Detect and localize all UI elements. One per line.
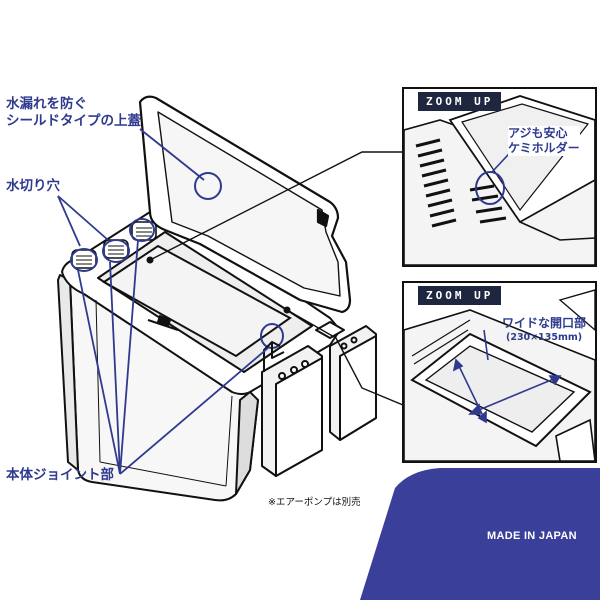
callout-leaders — [57, 128, 269, 475]
zoom-panel-bottom — [402, 281, 597, 463]
lid-label-line1: 水漏れを防ぐ — [6, 96, 87, 112]
made-in-label: MADE IN JAPAN — [487, 530, 577, 542]
blue-band — [360, 468, 600, 600]
upper-lid — [138, 95, 352, 314]
inner-tray — [102, 244, 292, 358]
pump-note: ※エアーポンプは別売 — [268, 497, 361, 508]
lid-label: 水漏れを防ぐ シールドタイプの上蓋 — [6, 96, 141, 130]
zoom-tag-top: ZOOM UP — [418, 92, 502, 111]
pump-units — [261, 321, 377, 477]
leader-lines — [149, 151, 404, 406]
drain-label: 水切り穴 — [6, 178, 60, 194]
joint-label: 本体ジョイント部 — [6, 467, 114, 483]
callout-circles — [70, 172, 284, 349]
opening-label: ワイドな開口部 — [502, 316, 587, 330]
zoom-tag-bottom: ZOOM UP — [418, 286, 502, 305]
opening-size: (230×135mm) — [506, 332, 583, 343]
chem-holder-label: アジも安心 ケミホルダー — [508, 126, 580, 156]
chem-holder-line2: ケミホルダー — [508, 141, 580, 155]
zoom-panel-top — [402, 87, 597, 267]
chem-holder-line1: アジも安心 — [508, 126, 568, 140]
lid-label-line2: シールドタイプの上蓋 — [6, 113, 141, 129]
